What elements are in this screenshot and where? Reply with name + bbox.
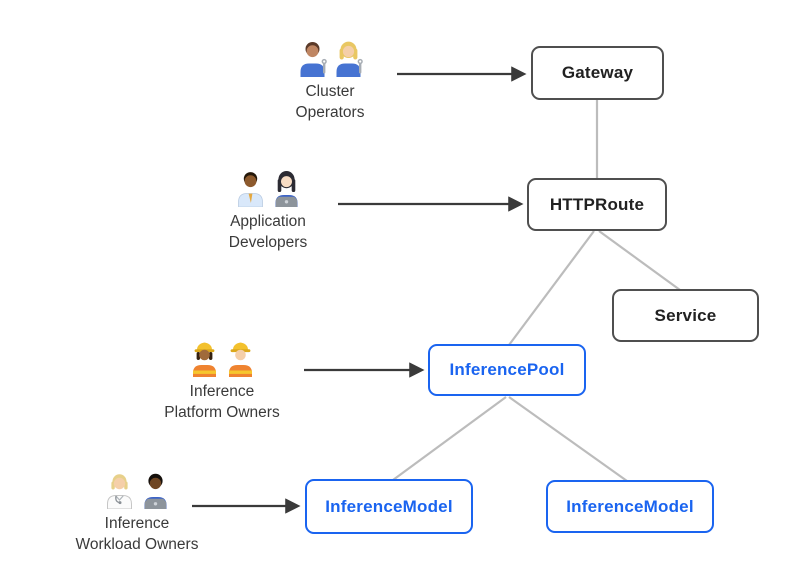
inference-workload-owners-label-line2: Workload Owners — [75, 536, 199, 553]
node-inferencepool: InferencePool — [428, 344, 586, 396]
node-inferencemodel-left-label: InferenceModel — [325, 496, 453, 516]
edge-inferencepool-inferencemodel-left — [392, 396, 507, 481]
woman-technologist-icon — [275, 171, 297, 207]
edge-inferencepool-inferencemodel-right — [508, 396, 628, 482]
application-developers-emoji — [193, 170, 343, 207]
man-construction-worker-icon — [228, 342, 252, 377]
persona-application-developers: Application Developers — [193, 170, 343, 253]
woman-construction-worker-icon — [192, 342, 216, 377]
node-gateway-label: Gateway — [561, 63, 634, 82]
node-inferencepool-label: InferencePool — [449, 360, 565, 379]
node-httproute-label: HTTPRoute — [549, 194, 645, 214]
edge-httproute-inferencepool — [508, 230, 595, 346]
inference-platform-owners-emoji — [147, 340, 297, 377]
man-office-worker-icon — [237, 172, 263, 207]
edge-httproute-service — [598, 230, 681, 291]
persona-cluster-operators: Cluster Operators — [255, 40, 405, 123]
node-service: Service — [612, 289, 759, 342]
man-mechanic-icon — [300, 42, 327, 77]
application-developers-label-line2: Developers — [228, 234, 308, 251]
inference-workload-owners-label-line1: Inference — [104, 515, 170, 532]
health-worker-icon — [106, 474, 132, 509]
woman-mechanic-icon — [336, 41, 363, 77]
inference-workload-owners-label: Inference Workload Owners — [62, 513, 212, 555]
node-inferencemodel-left: InferenceModel — [305, 479, 473, 534]
inference-platform-owners-label-line1: Inference — [189, 383, 255, 400]
node-service-label: Service — [654, 305, 717, 325]
cluster-operators-label-line2: Operators — [295, 104, 365, 121]
man-technologist-icon — [144, 473, 166, 509]
inference-platform-owners-label-line2: Platform Owners — [164, 404, 280, 421]
application-developers-label-line1: Application — [230, 213, 306, 230]
cluster-operators-label: Cluster Operators — [255, 81, 405, 123]
node-inferencemodel-right-label: InferenceModel — [566, 496, 694, 516]
persona-inference-platform-owners: Inference Platform Owners — [147, 340, 297, 423]
inference-workload-owners-emoji — [62, 472, 212, 509]
node-inferencemodel-right: InferenceModel — [546, 480, 714, 533]
inference-platform-owners-label: Inference Platform Owners — [147, 381, 297, 423]
node-gateway: Gateway — [531, 46, 664, 100]
cluster-operators-label-line1: Cluster — [305, 83, 355, 100]
node-httproute: HTTPRoute — [527, 178, 667, 231]
persona-inference-workload-owners: Inference Workload Owners — [62, 472, 212, 555]
cluster-operators-emoji — [255, 40, 405, 77]
application-developers-label: Application Developers — [193, 211, 343, 253]
